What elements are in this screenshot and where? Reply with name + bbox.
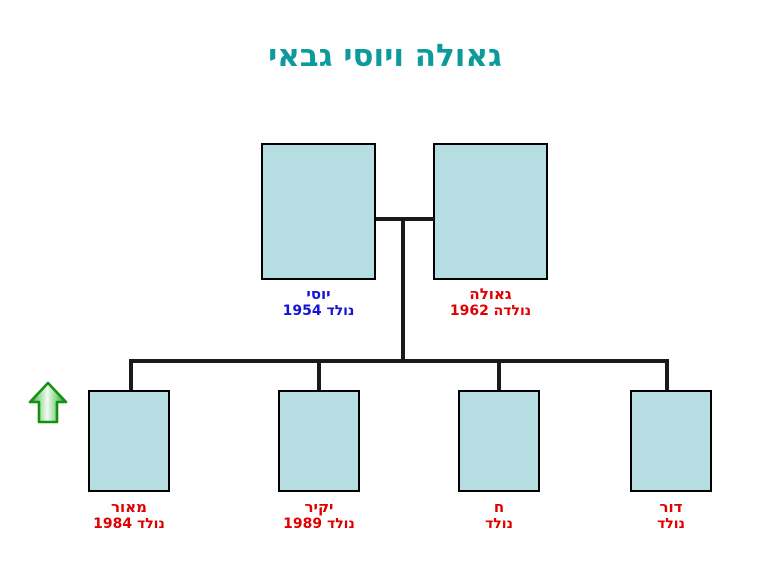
drop-line-child-3 bbox=[497, 359, 501, 391]
child-caption-yakir: יקיר נולד 1989 bbox=[268, 498, 370, 533]
parent-birth-yossi: נולד 1954 bbox=[282, 303, 355, 320]
drop-line-child-1 bbox=[129, 359, 133, 391]
parent-photo-geula[interactable] bbox=[433, 143, 548, 280]
child-photo-yakir[interactable] bbox=[278, 390, 360, 492]
child-birth-dor: נולד bbox=[657, 516, 685, 533]
child-birth-het: נולד bbox=[485, 516, 513, 533]
child-photo-maor[interactable] bbox=[88, 390, 170, 492]
child-name-dor: דור bbox=[659, 498, 683, 516]
child-birth-maor: נולד 1984 bbox=[93, 516, 165, 533]
child-photo-het[interactable] bbox=[458, 390, 540, 492]
child-name-het: ח bbox=[493, 498, 505, 516]
marriage-connector-line bbox=[376, 217, 434, 221]
up-arrow-icon[interactable] bbox=[26, 380, 70, 426]
parent-name-yossi: יוסי bbox=[306, 285, 331, 303]
descent-line bbox=[401, 217, 405, 363]
parent-name-geula: גאולה bbox=[469, 285, 512, 303]
parent-birth-geula: נולדה 1962 bbox=[449, 303, 532, 320]
child-name-yakir: יקיר bbox=[304, 498, 334, 516]
child-name-maor: מאור bbox=[111, 498, 147, 516]
parent-caption-yossi: יוסי נולד 1954 bbox=[261, 285, 376, 320]
child-caption-het: ח נולד bbox=[448, 498, 550, 533]
drop-line-child-2 bbox=[317, 359, 321, 391]
child-birth-yakir: נולד 1989 bbox=[283, 516, 355, 533]
child-caption-dor: דור נולד bbox=[620, 498, 722, 533]
parent-photo-yossi[interactable] bbox=[261, 143, 376, 280]
sibling-bar bbox=[129, 359, 669, 363]
child-photo-dor[interactable] bbox=[630, 390, 712, 492]
drop-line-child-4 bbox=[665, 359, 669, 391]
page-title: גאולה ויוסי גבאי bbox=[268, 38, 502, 74]
parent-caption-geula: גאולה נולדה 1962 bbox=[433, 285, 548, 320]
child-caption-maor: מאור נולד 1984 bbox=[78, 498, 180, 533]
